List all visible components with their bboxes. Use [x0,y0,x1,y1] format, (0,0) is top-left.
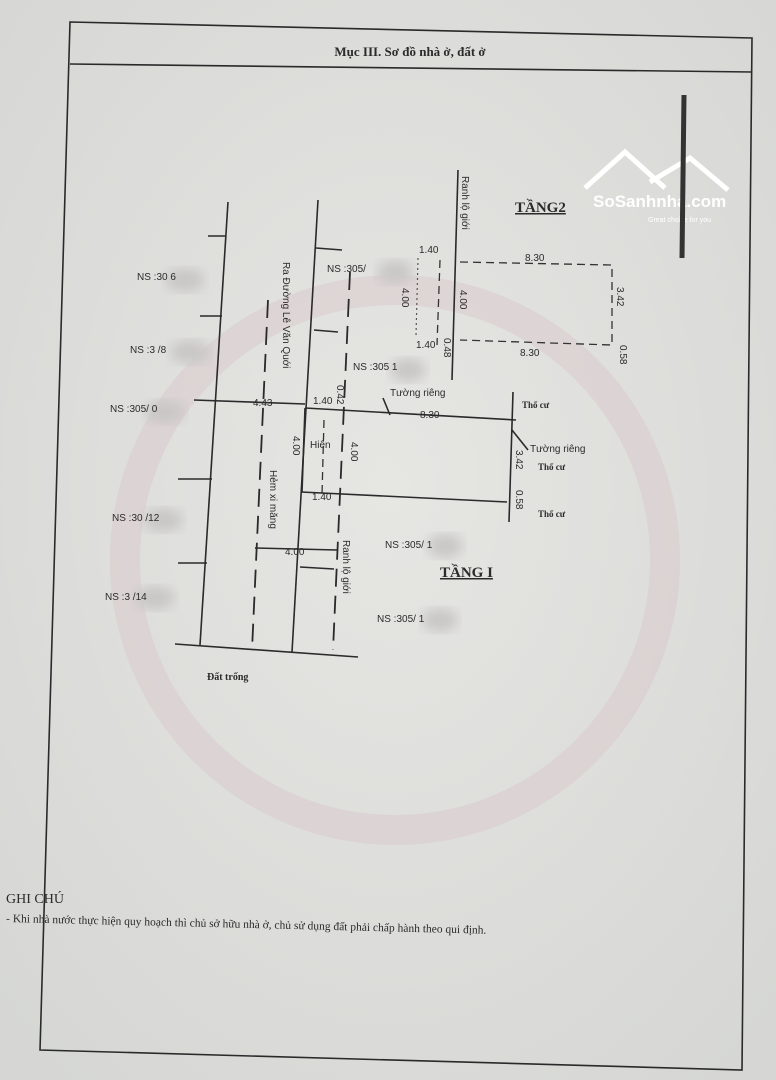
tick [299,566,335,570]
dim-4.43: 4.43 [253,398,273,409]
dim-setback: 1.40 [416,340,436,351]
redaction [135,586,175,610]
alley-label: Hẻm xi măng [267,470,278,529]
dim-setback: 1.40 [312,492,332,503]
dim-right: 3.42 [614,287,625,307]
shared-wall-label-right: Tường riêng [530,444,586,455]
dim-offset: 0.48 [441,338,452,358]
boundary-line-top [451,169,459,381]
redaction [165,268,205,292]
floor1-label: TẦNG I [440,564,493,581]
redaction [422,608,458,632]
redaction [170,340,210,364]
floor2-label: TẦNG2 [515,199,566,216]
redaction [143,508,183,532]
neighbor-ns-left-1: NS :30 6 [137,272,176,283]
redaction [377,260,413,284]
tick [315,247,343,251]
page-frame [39,21,753,1071]
neighbor-ns-left-4: NS :30 /12 [112,513,160,524]
floor2-overhang [415,257,419,337]
section-title: Mục III. Sơ đồ nhà ở, đất ở [334,44,486,59]
alley-centerline [251,299,269,651]
dim-length: 8.30 [525,253,545,264]
boundary-label-top: Ranh lộ giới [459,176,470,230]
dim-width: 4.00 [348,442,359,462]
title-divider [69,63,753,73]
watermark-brand: SoSanhnha.com [593,192,726,211]
dim-length: 8.30 [420,410,440,421]
dim-width: 4.00 [457,290,468,310]
neighbor-label: Thổ cư [538,462,566,472]
floor2-left [436,259,441,346]
tick [313,329,339,333]
dim-width: 4.00 [290,436,301,456]
neighbor-ns-right-4: NS :305/ 1 [377,614,425,625]
sosanhnha-watermark: SoSanhnha.com Great choice for you [583,148,730,224]
neighbor-label: Thổ cư [538,509,566,519]
dim-right: 0.58 [513,490,524,510]
dim-offset: 0.42 [334,385,345,405]
neighbor-ns-right-2: NS :305 1 [353,362,398,373]
dim-setback: 1.40 [313,396,333,407]
leader [511,429,529,451]
leader [382,397,391,416]
dim-line-4.43 [193,399,306,405]
boundary-line [332,271,351,651]
floor1-bottom [300,491,508,503]
dim-right: 3.42 [513,450,524,470]
stamp-seal [110,275,680,845]
floor1-left [301,407,306,493]
neighbor-ns-left-3: NS :305/ 0 [110,404,158,415]
shared-wall-label: Tường riêng [390,388,446,399]
empty-land-label: Đất trống [207,672,248,683]
neighbor-ns-left-5: NS :3 /14 [105,592,147,603]
redaction [145,400,185,424]
neighbor-ns-right-3: NS :305/ 1 [385,540,433,551]
neighbor-ns-right-1: NS :305/ [327,264,366,275]
porch-label: Hiên [310,440,331,451]
edge-mark [679,94,687,259]
watermark-tagline: Great choice for you [648,217,711,224]
lot-line-left [199,201,229,646]
road-label: Ra Đường Lê Văn Quới [280,262,291,369]
floor1-top [304,407,517,421]
dim-setback: 1.40 [419,245,439,256]
floor1-right [508,391,514,523]
redaction [390,358,426,382]
redaction [427,534,463,558]
neighbor-ns-left-2: NS :3 /8 [130,345,167,356]
notes-title: GHI CHÚ [6,890,64,907]
boundary-label-bottom: Ranh lộ giới [340,540,351,594]
dim-4.00: 4.00 [285,547,305,558]
dim-right: 0.58 [617,345,628,365]
bottom-line [174,643,359,658]
neighbor-label: Thổ cư [522,400,550,410]
dim-length: 8.30 [520,348,540,359]
dim-line-4.00 [254,547,338,551]
dim-width: 4.00 [399,288,410,308]
